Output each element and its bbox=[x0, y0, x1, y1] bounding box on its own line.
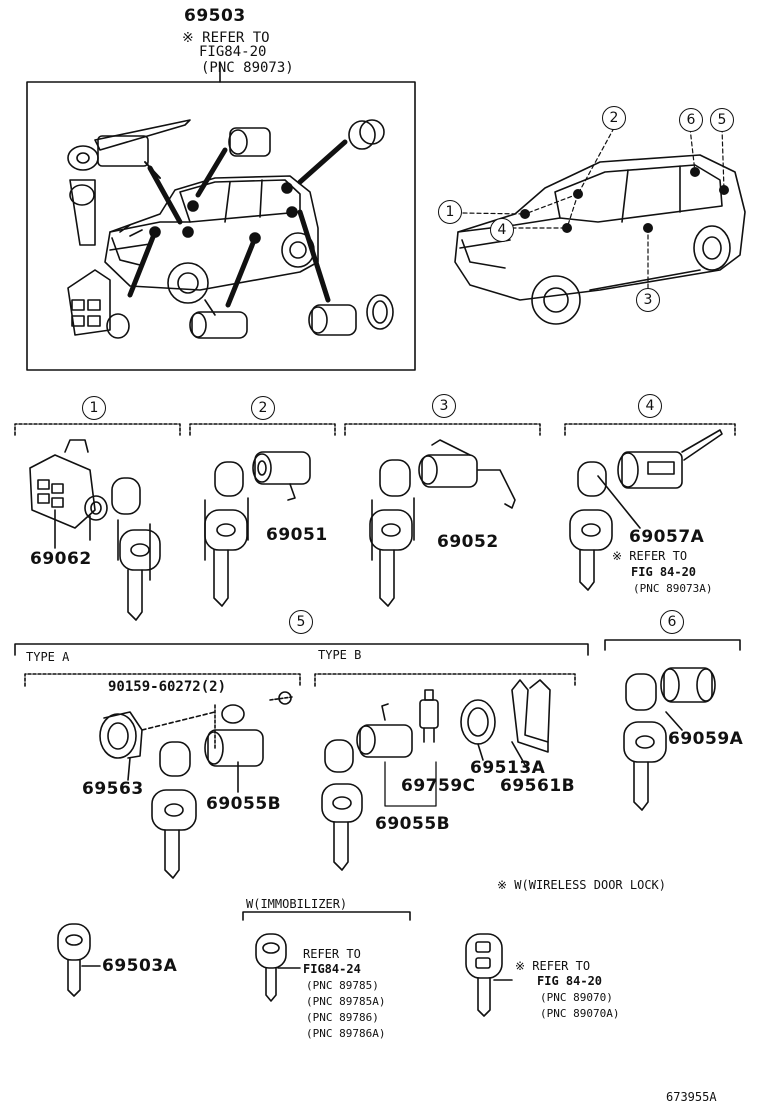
assembly-frame bbox=[26, 81, 416, 371]
section-4-marker: 4 bbox=[638, 394, 662, 418]
section-4-note: ※ REFER TO bbox=[612, 549, 688, 563]
type-a-label: TYPE A bbox=[26, 650, 70, 664]
part-69563-drawing bbox=[99, 711, 143, 759]
part-number-69561B: 69561B bbox=[500, 776, 576, 796]
part-69062-drawing bbox=[29, 439, 108, 541]
part-number-69563: 69563 bbox=[82, 779, 144, 799]
part-69052-drawing bbox=[369, 439, 516, 607]
part-number-69503A: 69503A bbox=[102, 956, 178, 976]
location-marker-4: 4 bbox=[490, 218, 514, 242]
assembly-pnc: (PNC 89073) bbox=[201, 60, 294, 76]
part-69055B-a-drawing bbox=[141, 691, 293, 879]
immobilizer-pnc-3: (PNC 89786) bbox=[306, 1011, 379, 1024]
location-marker-3: 3 bbox=[636, 288, 660, 312]
vehicle-illustration-left bbox=[104, 175, 319, 304]
part-69057A-drawing bbox=[569, 429, 723, 591]
section-2-marker: 2 bbox=[251, 396, 275, 420]
part-number-69055B-b: 69055B bbox=[375, 814, 451, 834]
location-marker-6: 6 bbox=[679, 108, 703, 132]
part-69759C-drawing bbox=[419, 689, 439, 743]
section-1-marker: 1 bbox=[82, 396, 106, 420]
bolt-part-number: 90159-60272(2) bbox=[108, 679, 227, 695]
part-number-69057A: 69057A bbox=[629, 527, 705, 547]
section-4-pnc: (PNC 89073A) bbox=[633, 582, 713, 595]
remote-refer: ※ REFER TO bbox=[515, 959, 591, 973]
part-number-69513A: 69513A bbox=[470, 758, 546, 778]
key-set-1 bbox=[111, 477, 161, 621]
key-remote-drawing bbox=[465, 933, 503, 1017]
part-69561B-drawing bbox=[511, 679, 551, 771]
remote-fig: FIG 84-20 bbox=[537, 974, 603, 988]
part-number-69055B-a: 69055B bbox=[206, 794, 282, 814]
assembly-fig-ref: FIG84-20 bbox=[199, 44, 267, 60]
part-number-69059A: 69059A bbox=[668, 729, 744, 749]
remote-pnc-2: (PNC 89070A) bbox=[540, 1007, 620, 1020]
part-69059A-drawing bbox=[623, 667, 716, 811]
immobilizer-legend: W(IMMOBILIZER) bbox=[246, 897, 348, 911]
location-marker-5: 5 bbox=[710, 108, 734, 132]
key-69503A-drawing bbox=[57, 923, 91, 997]
part-number-69052: 69052 bbox=[437, 532, 499, 552]
wireless-legend: ※ W(WIRELESS DOOR LOCK) bbox=[497, 878, 666, 892]
part-69055B-b-drawing bbox=[321, 703, 437, 871]
part-69051-drawing bbox=[204, 451, 311, 607]
immobilizer-refer: REFER TO bbox=[303, 947, 361, 961]
key-immobilizer-drawing bbox=[255, 933, 287, 1002]
location-marker-2: 2 bbox=[602, 106, 626, 130]
immobilizer-pnc-4: (PNC 89786A) bbox=[306, 1027, 386, 1040]
immobilizer-pnc-2: (PNC 89785A) bbox=[306, 995, 386, 1008]
location-marker-1: 1 bbox=[438, 200, 462, 224]
immobilizer-pnc-1: (PNC 89785) bbox=[306, 979, 379, 992]
section-4-fig: FIG 84-20 bbox=[631, 565, 697, 579]
section-5-marker: 5 bbox=[289, 610, 313, 634]
assembly-lock-sketches bbox=[67, 119, 394, 339]
assembly-note: ※ REFER TO bbox=[182, 30, 270, 46]
remote-pnc-1: (PNC 89070) bbox=[540, 991, 613, 1004]
figure-id: 673955A bbox=[666, 1090, 717, 1104]
section-6-marker: 6 bbox=[660, 610, 684, 634]
part-number-69759C: 69759C bbox=[401, 776, 476, 796]
immobilizer-fig: FIG84-24 bbox=[303, 962, 361, 976]
assembly-part-number: 69503 bbox=[184, 6, 246, 26]
part-number-69062: 69062 bbox=[30, 549, 92, 569]
section-3-marker: 3 bbox=[432, 394, 456, 418]
type-b-label: TYPE B bbox=[318, 648, 362, 662]
part-number-69051: 69051 bbox=[266, 525, 328, 545]
part-69513A-drawing bbox=[460, 699, 496, 745]
